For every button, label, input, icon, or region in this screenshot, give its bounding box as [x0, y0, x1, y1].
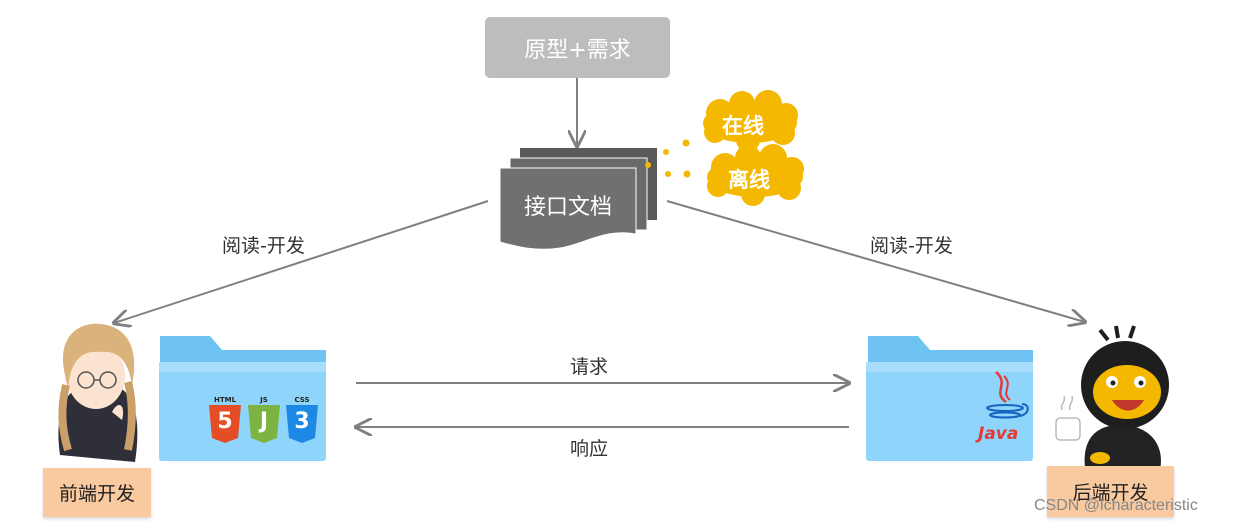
- css-caption: CSS: [294, 396, 310, 404]
- connector-dots: [645, 139, 691, 178]
- arrow-doc-to-frontend: [114, 200, 489, 323]
- backend-folder-icon: [866, 336, 1033, 461]
- js-icon: [248, 405, 280, 443]
- document-stack-icon: [499, 148, 657, 250]
- cloud-online-icon: [703, 90, 798, 152]
- read-dev-right-label: 阅读-开发: [870, 235, 953, 257]
- html5-icon: [209, 405, 241, 443]
- backend-role-box: 后端开发: [1047, 466, 1174, 517]
- requirements-box: [485, 17, 670, 78]
- js-glyph: J: [259, 409, 269, 434]
- watermark: CSDN @lcharacteristic: [1034, 497, 1198, 514]
- read-dev-left-label: 阅读-开发: [222, 235, 305, 257]
- cloud-offline-icon: [707, 144, 804, 206]
- arrow-doc-to-backend: [666, 200, 1085, 322]
- request-label: 请求: [570, 356, 609, 378]
- offline-label: 离线: [728, 168, 770, 192]
- css3-glyph: 3: [294, 409, 310, 434]
- api-doc-label: 接口文档: [523, 195, 612, 220]
- requirements-label: 原型+需求: [524, 37, 631, 63]
- css3-icon: [286, 405, 318, 443]
- java-caption: Java: [978, 424, 1019, 444]
- backend-developer-avatar: [1055, 325, 1169, 470]
- online-label: 在线: [722, 114, 764, 138]
- frontend-developer-avatar: [58, 323, 138, 462]
- html-caption: HTML: [213, 396, 237, 404]
- frontend-folder-icon: [159, 336, 326, 461]
- html5-glyph: 5: [217, 409, 233, 434]
- js-caption: JS: [260, 396, 268, 404]
- response-label: 响应: [570, 438, 609, 460]
- frontend-role-box: 前端开发: [43, 468, 151, 517]
- java-icon: [986, 371, 1029, 419]
